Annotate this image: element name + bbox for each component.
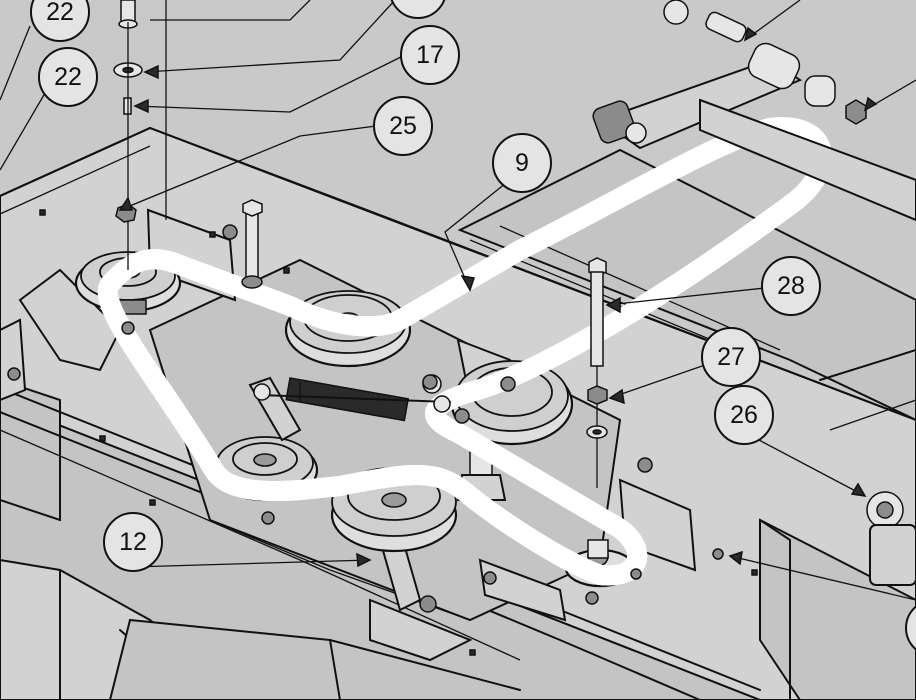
nuts-27: [586, 385, 608, 439]
callout-17: 17: [400, 25, 460, 85]
drive-belt: [108, 127, 822, 575]
svg-text:22: 22: [46, 0, 74, 26]
callout-25: 25: [373, 96, 433, 156]
vertical-bolt-left: [241, 199, 263, 289]
svg-text:17: 17: [416, 41, 444, 69]
leader-lines: [0, 0, 916, 601]
svg-text:28: 28: [777, 272, 805, 300]
svg-text:12: 12: [119, 528, 147, 556]
bolt-washer-stack-17: [113, 0, 167, 270]
callout-12: 12: [103, 512, 163, 572]
svg-text:26: 26: [730, 401, 758, 429]
adjustment-knob-26: [866, 491, 916, 586]
svg-text:9: 9: [515, 149, 529, 177]
partial-callout-top-edge: [390, 0, 446, 19]
svg-text:27: 27: [717, 343, 745, 371]
callout-22: 22: [38, 47, 98, 107]
partial-callout-right-edge: [905, 605, 916, 651]
svg-text:22: 22: [54, 63, 82, 91]
leader-arrowheads: [118, 26, 878, 568]
svg-text:25: 25: [389, 112, 417, 140]
misc-deck-fasteners: [7, 209, 758, 656]
callout-28: 28: [761, 256, 821, 316]
rear-roller-arm: [592, 0, 916, 222]
callout-9: 9: [492, 133, 552, 193]
callout-22-top: 22: [30, 0, 90, 42]
callout-27: 27: [701, 327, 761, 387]
callout-26: 26: [714, 385, 774, 445]
